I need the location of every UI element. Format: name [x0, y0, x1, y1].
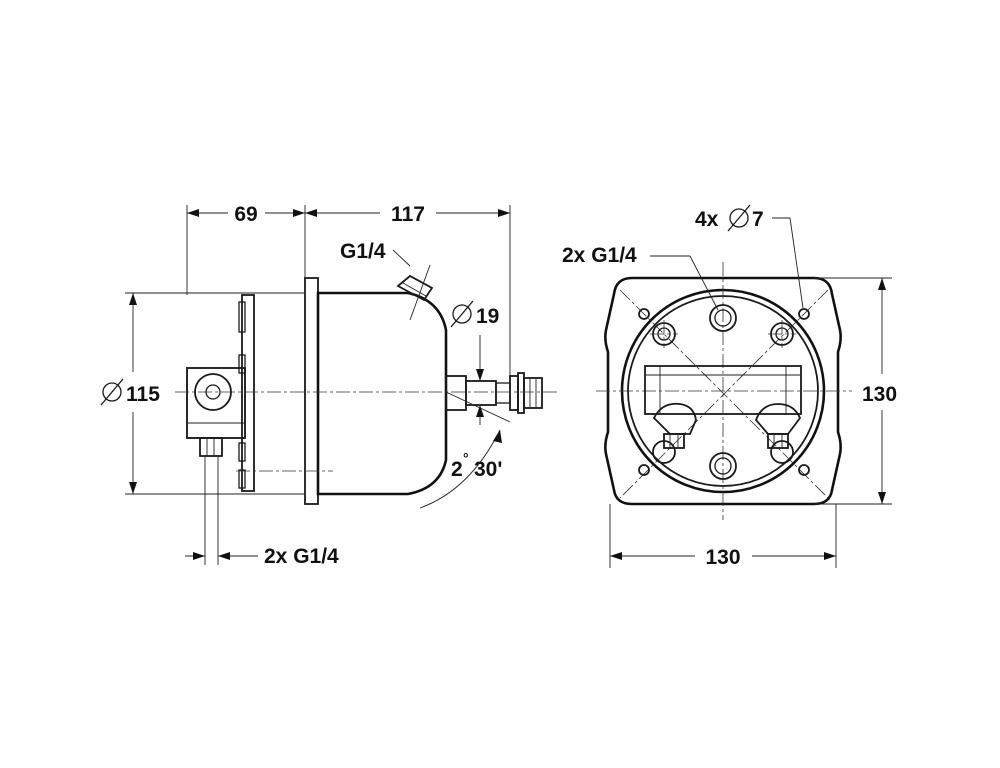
dim-width-130: 130	[609, 504, 837, 569]
dim-117: 117	[305, 203, 510, 226]
dim-height-130: 130	[814, 277, 897, 505]
flange	[304, 277, 319, 505]
shaft-dia-label: 19	[476, 305, 499, 328]
top-port-label: G1/4	[340, 240, 386, 263]
dim-69: 69	[187, 203, 305, 226]
front-view: 2x G1/4 4x 7 130	[562, 204, 897, 569]
mount-hole	[798, 308, 810, 320]
fitting-right	[754, 403, 802, 435]
port-circle	[709, 304, 737, 332]
valve-block	[644, 365, 802, 415]
angle-degrees: 2	[451, 458, 463, 481]
holes-callout: 4x 7	[695, 204, 804, 309]
dim-115-label: 115	[126, 383, 160, 406]
holes-label-prefix: 4x	[695, 208, 719, 231]
fitting-left	[652, 402, 697, 435]
dim-diameter-115: 115	[100, 292, 305, 495]
mount-hole	[798, 464, 810, 476]
width-label: 130	[705, 546, 740, 569]
bottom-ports-label: 2x G1/4	[264, 545, 339, 568]
dim-69-label: 69	[234, 203, 257, 226]
dim-shaft-19: 19	[450, 300, 499, 425]
dim-117-label: 117	[391, 203, 425, 226]
mount-hole	[638, 464, 650, 476]
front-ports-label: 2x G1/4	[562, 244, 637, 267]
back-plate	[241, 294, 255, 492]
port-circle	[709, 452, 737, 480]
ports-callout: 2x G1/4	[562, 244, 719, 311]
bottom-ports: 2x G1/4	[185, 437, 339, 568]
side-view: 69 117 115	[100, 203, 560, 568]
pump-body	[316, 291, 448, 496]
angle-degree-sign: °	[463, 450, 469, 466]
angle-minutes: 30'	[474, 458, 502, 481]
mount-hole	[638, 308, 650, 320]
height-label: 130	[862, 383, 897, 406]
dim-angle: 2 ° 30'	[419, 391, 511, 509]
holes-label-diameter: 7	[752, 208, 764, 231]
mount-bracket	[186, 367, 246, 439]
shaft	[445, 372, 543, 414]
top-port: G1/4	[340, 240, 434, 321]
